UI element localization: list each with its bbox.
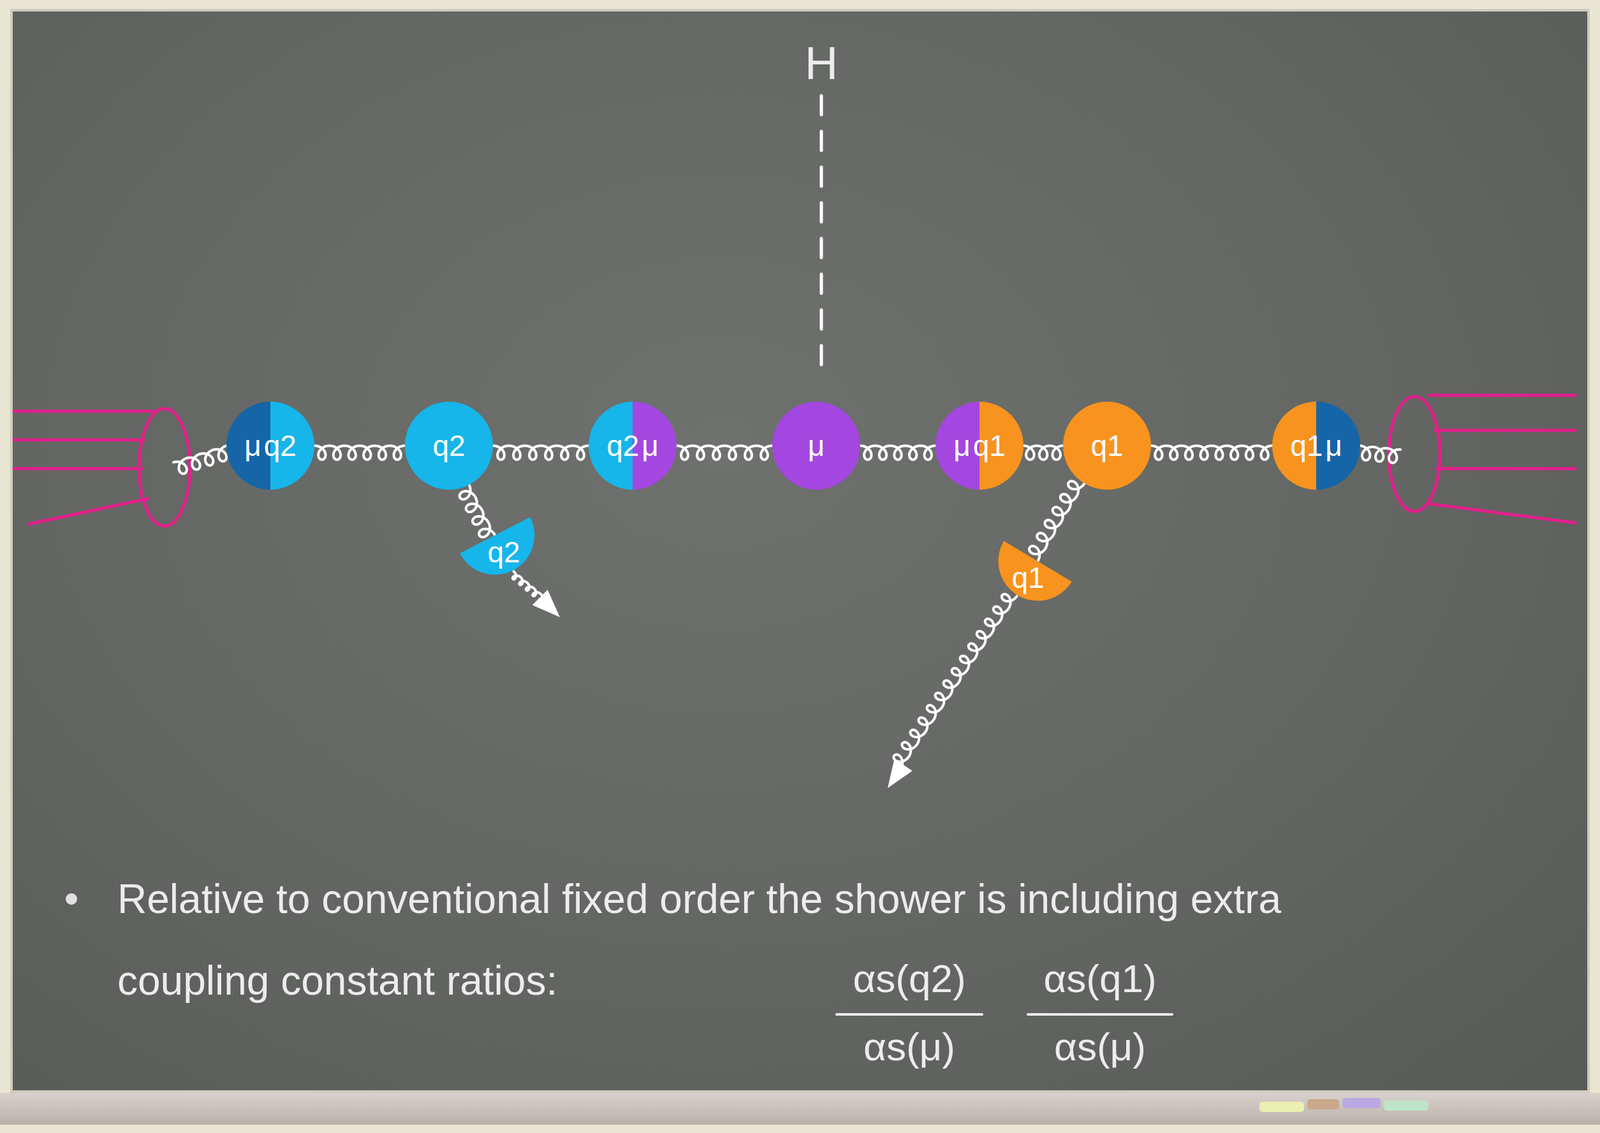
- scale-label: μ: [640, 431, 661, 461]
- chalkboard: [10, 8, 1590, 1094]
- gluon-line: [314, 445, 405, 460]
- chalk-piece: [1342, 1098, 1381, 1109]
- fraction-denominator: αs(μ): [1054, 1024, 1146, 1070]
- arrow-head: [532, 589, 560, 618]
- scale-circle: q2μ: [588, 401, 677, 490]
- fraction-bar: [1027, 1013, 1173, 1016]
- half-disc-fill: [998, 540, 1072, 601]
- gluon-line: [459, 484, 496, 537]
- bullet: [65, 893, 78, 905]
- higgs-line: [820, 95, 824, 365]
- arrow-head: [887, 758, 913, 789]
- gluon-line: [492, 445, 589, 460]
- scale-circle: q1: [1063, 401, 1152, 490]
- scale-label: q1: [971, 431, 1007, 461]
- scale-label: μ: [1323, 431, 1344, 461]
- scale-label: μ: [806, 431, 827, 461]
- scale-label: q1: [1010, 563, 1046, 593]
- scale-label: q2: [431, 431, 467, 461]
- fraction-numerator: αs(q1): [1043, 955, 1157, 1002]
- gluon-line: [1360, 445, 1401, 463]
- gluon-line: [1151, 445, 1273, 460]
- proton-line: [14, 467, 142, 471]
- chalk-piece: [1307, 1099, 1340, 1110]
- scale-label: q1: [1288, 431, 1324, 461]
- chalk-piece: [1383, 1100, 1429, 1111]
- gluon-line: [1023, 445, 1064, 460]
- chalk-tray: [0, 1093, 1600, 1125]
- scale-circle: q2: [404, 401, 493, 490]
- scale-label: μ: [242, 431, 263, 461]
- scale-circle: μq2: [226, 401, 315, 490]
- proton-line: [1436, 467, 1576, 471]
- scale-label: q2: [605, 431, 641, 461]
- half-disc-fill: [459, 517, 535, 575]
- proton-blob: [139, 408, 191, 527]
- higgs-label: H: [804, 36, 838, 90]
- scale-circle: q1μ: [1272, 401, 1361, 490]
- scale-label: q2: [485, 537, 522, 567]
- gluon-line: [173, 445, 227, 474]
- gluon-line: [1029, 481, 1085, 562]
- emission-gluon: [893, 594, 1017, 770]
- half-disc: q2: [459, 507, 549, 597]
- scale-label: μ: [952, 431, 972, 461]
- scale-label: q1: [1089, 431, 1125, 461]
- scale-label: q2: [262, 431, 298, 461]
- proton-line: [28, 498, 148, 525]
- scale-circle: μ: [772, 401, 861, 490]
- fraction-numerator: αs(q2): [852, 955, 966, 1002]
- proton-line: [1428, 394, 1576, 398]
- proton-line: [1434, 429, 1576, 433]
- chalk-piece: [1259, 1101, 1305, 1113]
- fraction-denominator: αs(μ): [863, 1024, 956, 1070]
- proton-line: [14, 410, 154, 414]
- proton-line: [14, 438, 144, 442]
- gluon-line: [860, 445, 936, 460]
- scale-circle: μq1: [935, 401, 1024, 490]
- gluon-line: [676, 445, 773, 460]
- fraction-bar: [836, 1013, 983, 1016]
- note-text: Relative to conventional fixed order the…: [117, 858, 1393, 1022]
- half-disc: q1: [983, 533, 1073, 623]
- proton-line: [1428, 503, 1576, 523]
